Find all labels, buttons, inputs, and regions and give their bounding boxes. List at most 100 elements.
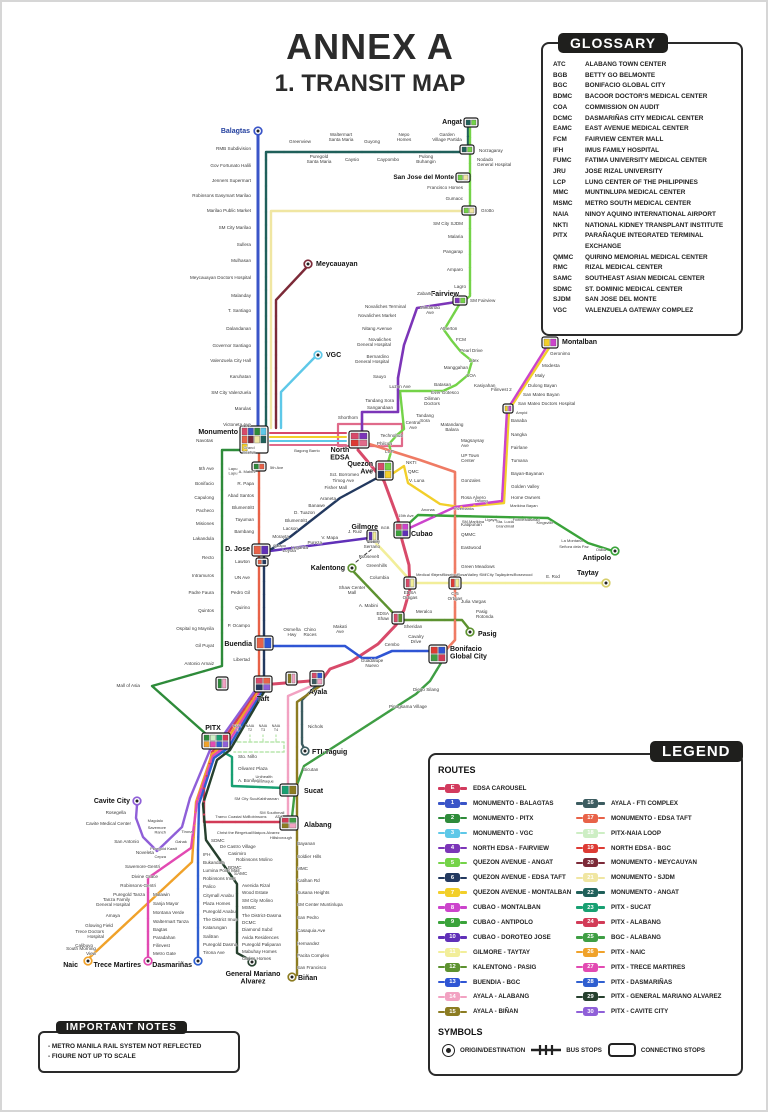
station-label: Amparo xyxy=(447,267,464,272)
bus-stop-tick xyxy=(220,475,224,479)
station-label: Olivarez Plaza xyxy=(238,766,268,771)
route-number-badge: 21 xyxy=(583,873,598,883)
place-label: Naic xyxy=(63,962,78,969)
station-label: Mall of Asia xyxy=(117,683,141,688)
bus-stop-tick xyxy=(245,708,248,711)
route-number-badge: 28 xyxy=(583,977,598,987)
bus-stop-tick xyxy=(290,282,293,285)
station-label: RMB Subdivision xyxy=(216,146,251,151)
station-label: Banaba xyxy=(511,418,527,423)
symbol-label: ORIGIN/DESTINATION xyxy=(460,1046,526,1054)
route-dash-icon xyxy=(576,831,583,835)
bus-stop-tick xyxy=(295,706,299,710)
bus-stop-tick xyxy=(295,719,299,723)
bus-stop-tick xyxy=(435,500,438,503)
bus-stop-tick xyxy=(468,162,472,165)
bus-stop-tick xyxy=(191,849,194,852)
legend-route-label: PITX - DASMARIÑAS xyxy=(611,978,673,986)
bus-stop-tick xyxy=(254,697,257,700)
route-number-badge: E xyxy=(445,783,460,793)
route-dash-icon xyxy=(598,876,605,880)
glossary-name: SOUTHEAST ASIAN MEDICAL CENTER xyxy=(585,275,705,283)
glossary-name: LUNG CENTER OF THE PHILIPPINES xyxy=(585,178,698,186)
bus-stop-tick xyxy=(466,625,469,629)
bus-stop-tick xyxy=(239,731,242,734)
bus-stop-tick xyxy=(366,585,369,588)
bus-stop-tick xyxy=(334,150,338,154)
bus-stop-tick xyxy=(505,453,508,456)
bus-stop-tick xyxy=(232,742,235,745)
station-label: Capulong xyxy=(194,495,214,500)
route-dash-icon xyxy=(460,906,467,909)
bus-stop-tick xyxy=(113,932,116,936)
station-label: Ampid xyxy=(516,410,527,415)
bus-stop-tick xyxy=(282,548,285,551)
station-label: Manggahan xyxy=(444,365,469,370)
bus-stop-tick xyxy=(258,697,262,701)
route-dash-icon xyxy=(438,816,445,820)
bus-stop-tick xyxy=(456,505,459,508)
route-dash-icon xyxy=(438,876,445,880)
station-label: Intramuros xyxy=(192,573,215,578)
station-label: Tayuman xyxy=(235,517,254,522)
connecting-stop-box xyxy=(391,611,405,625)
bus-stop-tick xyxy=(291,805,295,809)
bus-stop-tick xyxy=(196,874,200,878)
station-label: Rosebowl xyxy=(442,572,460,577)
station-label: 15th Ave xyxy=(398,513,414,518)
bus-stop-tick xyxy=(413,486,416,489)
bus-stop-tick xyxy=(413,313,416,317)
bus-stop-tick xyxy=(264,275,268,279)
bus-stop-tick xyxy=(197,797,200,800)
bus-stop-tick xyxy=(345,493,349,496)
station-label: Lakandula xyxy=(193,536,215,541)
connecting-stop-box xyxy=(309,670,325,687)
route-dash-icon xyxy=(576,861,583,865)
bus-stop-tick xyxy=(257,486,261,490)
station-label: Atherton xyxy=(440,326,458,331)
bus-stop-tick xyxy=(443,514,446,517)
station-label: Avida Residences xyxy=(242,935,279,940)
place-label: Meycauayan xyxy=(316,261,358,268)
legend-route-label: MONUMENTO - MEYCAUYAN xyxy=(611,859,697,867)
station-label: Columbia xyxy=(370,575,390,580)
bus-stop-tick xyxy=(449,643,452,646)
bus-stop-tick xyxy=(243,708,246,711)
bus-stop-tick xyxy=(295,758,299,762)
bus-stop-tick xyxy=(203,784,207,787)
bus-stop-tick xyxy=(400,409,404,412)
bus-stop-tick xyxy=(368,480,372,483)
route-dash-icon xyxy=(438,831,445,835)
bus-stop-tick xyxy=(332,745,335,749)
bus-stop-tick xyxy=(264,288,268,292)
glossary-name: EAST AVENUE MEDICAL CENTER xyxy=(585,125,689,133)
route-dash-icon xyxy=(438,1010,445,1014)
bus-stop-tick xyxy=(372,209,376,213)
bus-stop-tick xyxy=(269,210,273,214)
station-label: 5th Ave xyxy=(270,465,284,470)
connecting-stop-box xyxy=(215,676,229,691)
bus-stop-tick xyxy=(156,870,159,873)
station-label: DCMC xyxy=(242,920,256,925)
route-dash-icon xyxy=(598,846,605,850)
bus-stop-tick xyxy=(132,915,135,918)
station-label: Luzon Ave xyxy=(389,384,411,389)
bus-stop-tick xyxy=(361,454,365,458)
station-label: FCM xyxy=(456,337,466,342)
bus-stop-tick xyxy=(468,136,472,139)
bus-stop-tick xyxy=(595,581,598,585)
place-label: Balagtas xyxy=(221,128,250,135)
bus-stop-tick xyxy=(443,618,446,622)
connecting-stop-box xyxy=(428,644,448,664)
bus-stop-tick xyxy=(256,319,260,323)
